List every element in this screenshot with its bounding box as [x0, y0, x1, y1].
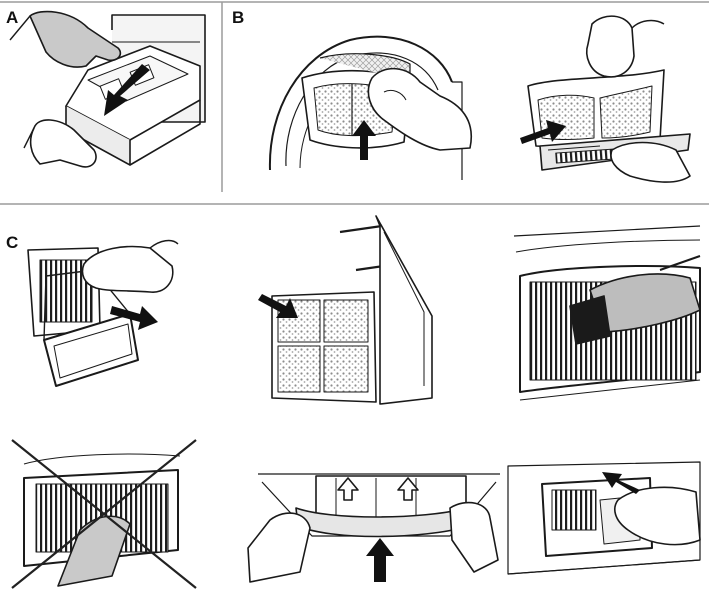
panel-b-drawing-1: [268, 35, 473, 180]
panel-c-drawing-6: [507, 461, 701, 575]
panel-a-label: A: [6, 8, 19, 27]
hand-icon: [29, 119, 97, 168]
panel-b-label: B: [232, 8, 245, 27]
hand-icon: [29, 10, 122, 68]
hand-icon: [614, 486, 701, 546]
arrow-right-icon: [110, 306, 158, 330]
arrow-right-icon: [520, 120, 566, 144]
cross-out-icon: [11, 439, 197, 589]
arrow-right-icon: [258, 294, 298, 318]
arrow-up-icon: [366, 538, 394, 582]
arrow-right-icon: [602, 472, 640, 494]
panel-a-drawing: [9, 10, 206, 168]
hand-icon: [57, 515, 131, 587]
panel-c-drawing-1: [27, 239, 179, 387]
panel-c-drawing-5: [247, 473, 500, 583]
panel-c-drawing-4: [11, 439, 197, 589]
hand-icon: [610, 141, 691, 183]
panel-c-drawing-3: [513, 225, 701, 401]
arrow-up-icon: [397, 477, 419, 501]
hand-icon: [586, 15, 635, 78]
water-drawer: [65, 45, 201, 166]
panel-b-drawing-2: [520, 15, 691, 183]
arrow-down-icon: [104, 64, 150, 116]
hand-icon: [81, 245, 174, 293]
arrow-up-icon: [337, 477, 359, 501]
hand-icon: [247, 512, 311, 583]
arrow-up-icon: [352, 120, 376, 160]
brush-icon: [569, 255, 701, 345]
panel-c-label: C: [6, 233, 19, 252]
hand-icon: [449, 501, 499, 573]
filter-icon: [271, 291, 377, 403]
panel-c-drawing-2: [258, 215, 433, 405]
hand-icon: [367, 67, 473, 151]
